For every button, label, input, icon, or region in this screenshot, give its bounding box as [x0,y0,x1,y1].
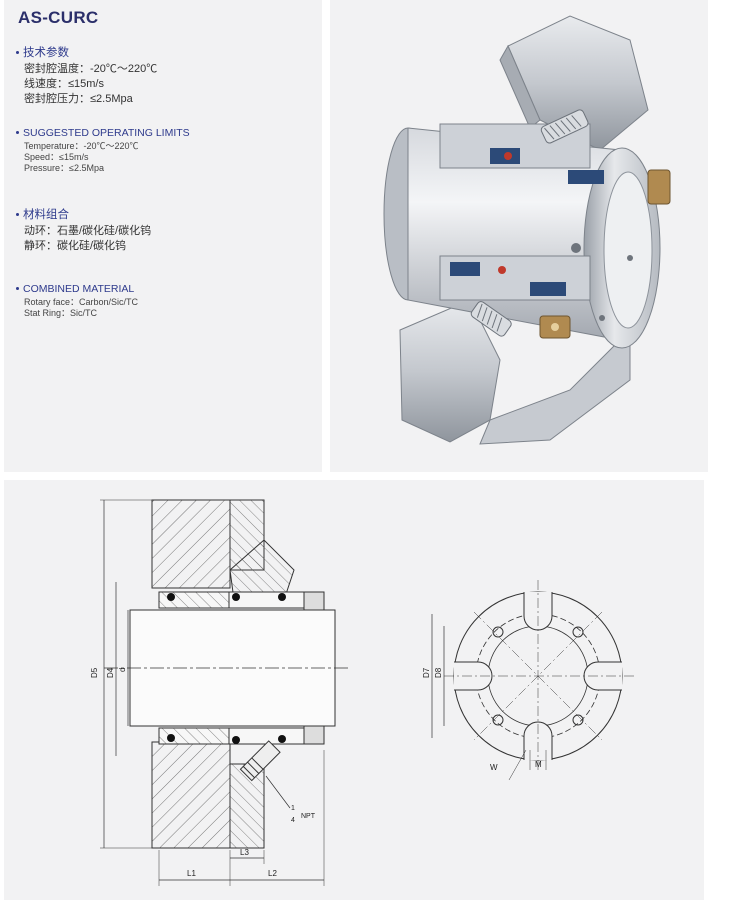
operating-limits-heading: SUGGESTED OPERATING LIMITS [23,127,190,139]
dim-label-d: d [118,668,127,672]
spec-panel: AS-CURC 技术参数 密封腔温度：-20℃～220℃ 线速度：≤15m/s … [4,0,322,472]
material-heading: 材料组合 [23,209,69,221]
spec-line: 线速度：≤15m/s [24,78,104,90]
spec-line: 密封腔压力：≤2.5Mpa [24,93,133,105]
bullet-icon [16,51,19,55]
combined-material-heading: COMBINED MATERIAL [23,283,135,295]
dim-label-d8: D8 [434,667,443,678]
dim-label-l1: L1 [187,869,196,878]
technical-drawing: D5 D4 d L1 L2 L3 1 4 NPT [90,499,634,886]
seal-3d-render [383,15,671,445]
spec-line: Pressure：≤2.5Mpa [24,163,104,173]
npt-numerator: 1 [291,805,295,812]
npt-label: NPT [301,813,316,820]
spec-line: 动环：石墨/碳化硅/碳化钨 [24,225,152,237]
tech-params-heading: 技术参数 [23,47,69,59]
dim-label-d4: D4 [106,667,115,678]
dim-label-d5: D5 [90,667,99,678]
combined-material-section: COMBINED MATERIAL Rotary face：Carbon/Sic… [16,283,138,319]
spec-line: Stat Ring：Sic/TC [24,308,98,318]
material-section: 材料组合 动环：石墨/碳化硅/碳化钨 静环：碳化硅/碳化钨 [16,206,151,254]
tech-params-section: 技术参数 密封腔温度：-20℃～220℃ 线速度：≤15m/s 密封腔压力：≤2… [16,44,157,107]
dim-label-d7: D7 [422,667,431,678]
dim-label-m: M [535,760,542,769]
spec-line: 密封腔温度：-20℃～220℃ [24,63,158,75]
bullet-icon [16,213,19,217]
spec-line: Temperature：-20℃～220℃ [24,141,139,151]
dim-label-l2: L2 [268,869,277,878]
operating-limits-section: SUGGESTED OPERATING LIMITS Temperature：-… [16,127,190,174]
bullet-icon [16,131,19,135]
spec-line: Speed：≤15m/s [24,152,89,162]
product-render-panel [330,0,708,472]
dim-label-l3: L3 [240,848,249,857]
bullet-icon [16,287,19,291]
technical-drawing-panel: D5 D4 d L1 L2 L3 1 4 NPT [4,480,704,900]
front-view: D7 D8 W M [422,580,634,781]
dim-label-w: W [490,763,498,772]
npt-denominator: 4 [291,817,295,824]
spec-line: 静环：碳化硅/碳化钨 [24,240,127,252]
spec-line: Rotary face：Carbon/Sic/TC [24,297,139,307]
product-title: AS-CURC [18,8,99,27]
